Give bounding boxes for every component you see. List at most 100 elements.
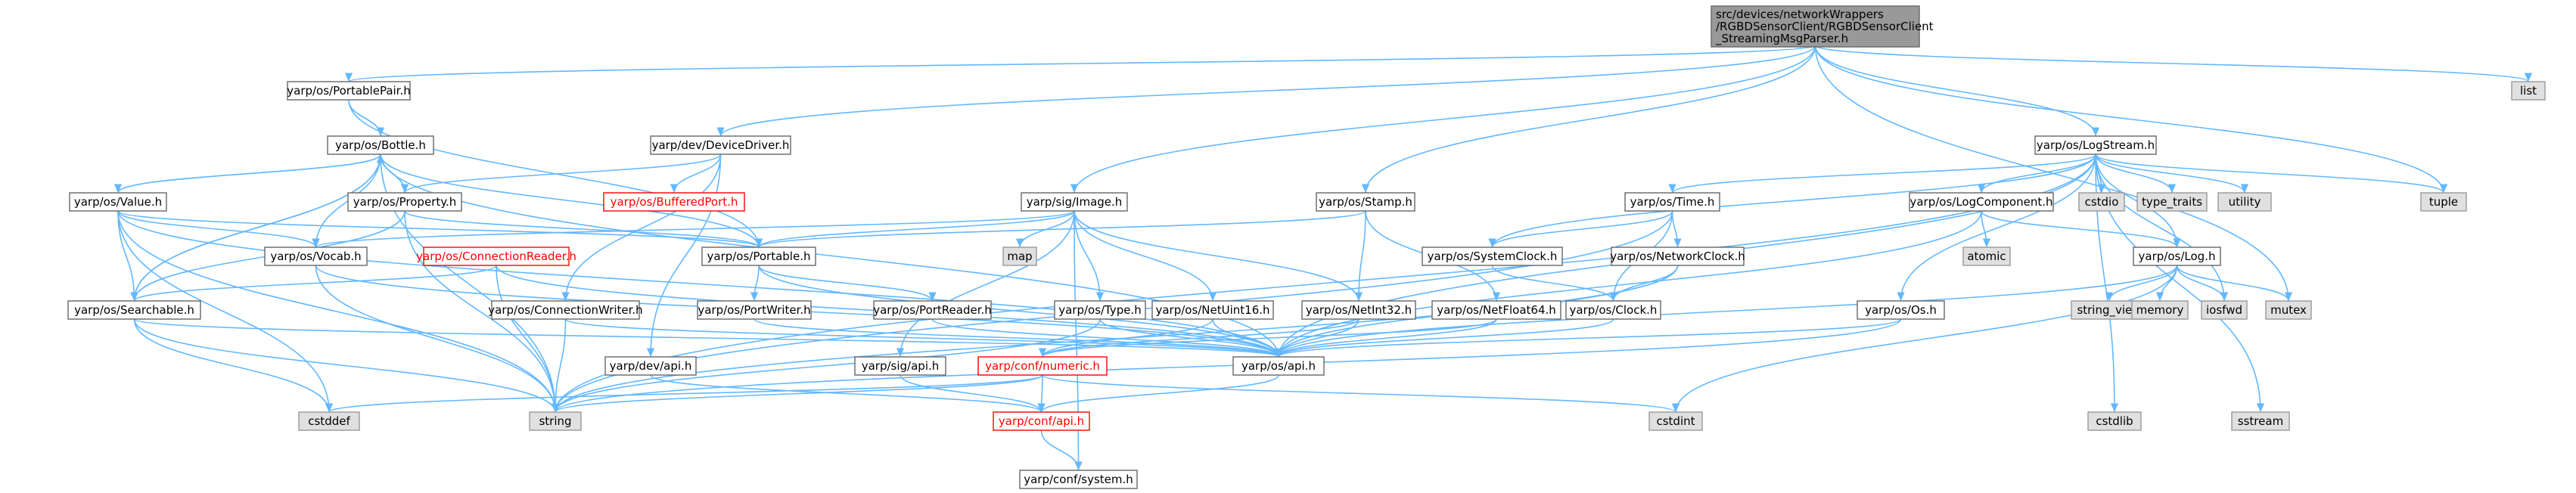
node-label: yarp/os/BufferedPort.h [611, 195, 738, 209]
node-iosfwd: iosfwd [2201, 300, 2248, 320]
edge-searchable-to-string [133, 318, 560, 413]
node-log[interactable]: yarp/os/Log.h [2133, 246, 2221, 266]
node-port-reader[interactable]: yarp/os/PortReader.h [873, 300, 992, 320]
node-label: yarp/os/Property.h [353, 195, 456, 209]
node-label: yarp/os/Stamp.h [1319, 195, 1412, 209]
node-memory: memory [2131, 300, 2189, 320]
edge-root-to-portable-pair [345, 45, 1816, 82]
node-label: yarp/os/Log.h [2139, 250, 2216, 263]
node-label: yarp/os/LogComponent.h [1909, 195, 2052, 209]
node-label: cstddef [308, 414, 350, 428]
node-property[interactable]: yarp/os/Property.h [347, 192, 462, 212]
node-vocab[interactable]: yarp/os/Vocab.h [264, 246, 368, 266]
edge-bottle-to-portable [380, 153, 763, 248]
node-cstdint: cstdint [1648, 411, 1703, 431]
node-label: sstream [2238, 414, 2283, 428]
dependency-nodes: src/devices/networkWrappers/RGBDSensorCl… [67, 5, 2546, 489]
edge-conf-numeric-to-cstdint [1042, 374, 1680, 413]
node-type[interactable]: yarp/os/Type.h [1054, 300, 1146, 320]
node-atomic: atomic [1962, 246, 2011, 266]
node-conf-system[interactable]: yarp/conf/system.h [1019, 470, 1138, 489]
node-buffered-port[interactable]: yarp/os/BufferedPort.h [603, 192, 745, 212]
node-string: string [529, 411, 582, 431]
node-time[interactable]: yarp/os/Time.h [1624, 192, 1720, 212]
node-type-traits: type_traits [2136, 192, 2208, 212]
edge-log-to-iosfwd [2176, 265, 2229, 302]
root-label-line: _StreamingMsgParser.h [1715, 32, 1848, 46]
edge-os-to-string [552, 318, 1902, 413]
edge-network-clock-to-string [552, 265, 1679, 413]
edge-root-to-sig-image [1070, 45, 1816, 194]
node-label: yarp/dev/DeviceDriver.h [652, 138, 790, 152]
node-os-api[interactable]: yarp/os/api.h [1232, 356, 1325, 376]
node-label: yarp/os/PortWriter.h [698, 303, 810, 317]
node-net-float64[interactable]: yarp/os/NetFloat64.h [1431, 300, 1561, 320]
edge-log-stream-to-utility [2095, 153, 2249, 194]
node-root: src/devices/networkWrappers/RGBDSensorCl… [1711, 5, 1934, 48]
edge-device-driver-to-buffered-port [670, 153, 722, 194]
edge-portable-to-os-api [758, 265, 1282, 358]
node-conf-numeric[interactable]: yarp/conf/numeric.h [977, 356, 1108, 376]
edge-searchable-to-bottle [133, 153, 385, 302]
node-bottle[interactable]: yarp/os/Bottle.h [327, 135, 434, 155]
edge-device-driver-to-property [401, 153, 722, 194]
edge-property-to-string [404, 210, 560, 413]
edge-root-to-stamp [1361, 45, 1816, 194]
node-log-stream[interactable]: yarp/os/LogStream.h [2034, 135, 2157, 155]
node-label: yarp/sig/Image.h [1027, 195, 1123, 209]
node-log-component[interactable]: yarp/os/LogComponent.h [1909, 192, 2054, 212]
node-value[interactable]: yarp/os/Value.h [69, 192, 167, 212]
node-sig-api[interactable]: yarp/sig/api.h [854, 356, 946, 376]
edge-log-stream-to-iosfwd [2095, 153, 2229, 302]
node-label: utility [2229, 195, 2261, 209]
node-net-int32[interactable]: yarp/os/NetInt32.h [1301, 300, 1416, 320]
edge-log-to-os-api [1275, 265, 2178, 358]
node-label: yarp/os/Vocab.h [270, 250, 361, 263]
edge-value-to-searchable [117, 210, 138, 302]
node-label: string_view [2077, 303, 2141, 318]
edge-searchable-to-cstddef [133, 318, 334, 413]
node-sig-image[interactable]: yarp/sig/Image.h [1021, 192, 1128, 212]
node-port-writer[interactable]: yarp/os/PortWriter.h [697, 300, 812, 320]
node-label: yarp/os/Searchable.h [74, 303, 194, 317]
node-label: yarp/os/NetUint16.h [1155, 303, 1269, 317]
node-label: yarp/sig/api.h [862, 359, 940, 373]
edge-conf-numeric-to-cstddef [325, 374, 1043, 413]
edge-log-stream-to-os [1897, 153, 2096, 302]
node-stamp[interactable]: yarp/os/Stamp.h [1316, 192, 1415, 212]
node-portable-pair[interactable]: yarp/os/PortablePair.h [287, 81, 411, 101]
edge-network-clock-to-clock [1609, 265, 1679, 302]
edge-property-to-bottle [376, 153, 406, 194]
node-connection-reader[interactable]: yarp/os/ConnectionReader.h [416, 246, 576, 266]
node-label: yarp/os/PortReader.h [873, 303, 992, 317]
node-label: yarp/os/NetFloat64.h [1437, 303, 1556, 317]
node-conf-api[interactable]: yarp/conf/api.h [993, 411, 1090, 431]
edge-value-to-string [117, 210, 560, 413]
node-network-clock[interactable]: yarp/os/NetworkClock.h [1610, 246, 1745, 266]
node-tuple: tuple [2420, 192, 2467, 212]
node-device-driver[interactable]: yarp/dev/DeviceDriver.h [650, 135, 791, 155]
node-clock[interactable]: yarp/os/Clock.h [1565, 300, 1661, 320]
node-connection-writer[interactable]: yarp/os/ConnectionWriter.h [488, 300, 643, 320]
edge-root-to-mutex [1814, 45, 2293, 302]
node-label: cstdlib [2096, 414, 2133, 428]
node-label: memory [2136, 303, 2184, 317]
edge-time-to-network-clock [1671, 210, 1682, 248]
node-label: atomic [1967, 250, 2006, 263]
edge-os-to-os-api [1275, 318, 1902, 358]
node-system-clock[interactable]: yarp/os/SystemClock.h [1422, 246, 1563, 266]
node-searchable[interactable]: yarp/os/Searchable.h [67, 300, 201, 320]
node-dev-api[interactable]: yarp/dev/api.h [604, 356, 697, 376]
node-portable[interactable]: yarp/os/Portable.h [701, 246, 816, 266]
edge-port-reader-to-os-api [931, 318, 1282, 358]
edge-log-stream-to-log [2095, 153, 2181, 248]
edge-value-to-portable [117, 210, 763, 248]
node-label: yarp/os/Os.h [1865, 303, 1937, 317]
node-net-uint16[interactable]: yarp/os/NetUint16.h [1151, 300, 1274, 320]
root-label-line: /RGBDSensorClient/RGBDSensorClient [1716, 20, 1934, 33]
edge-log-stream-to-tuple [2095, 153, 2447, 194]
node-os[interactable]: yarp/os/Os.h [1857, 300, 1945, 320]
edge-clock-to-os-api [1275, 318, 1614, 358]
edge-sig-image-to-net-uint16 [1074, 210, 1217, 302]
edge-type-to-os-api [1099, 318, 1283, 358]
